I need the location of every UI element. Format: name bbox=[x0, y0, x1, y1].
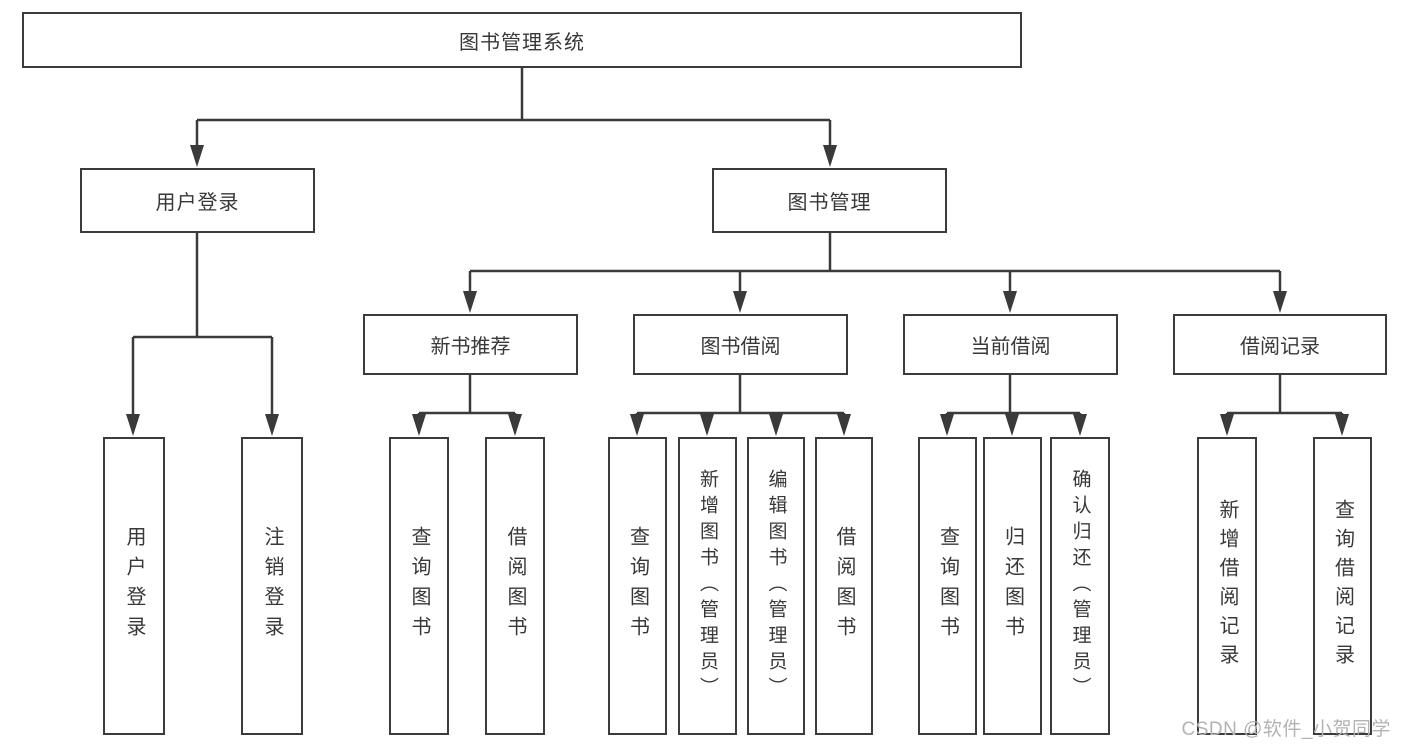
leaf-label: 新增借阅记录 bbox=[1216, 499, 1238, 673]
arrowheads-bookborrow-leaves bbox=[630, 414, 851, 436]
node-borrowing-records: 借阅记录 bbox=[1173, 314, 1387, 375]
leaf-label: 新增图书（管理员） bbox=[697, 469, 718, 703]
node-label: 图书管理 bbox=[787, 192, 872, 214]
arrowheads-level2 bbox=[190, 145, 837, 167]
connector-userlogin-to-leaves bbox=[131, 233, 274, 418]
leaf-label: 用户登录 bbox=[123, 526, 145, 646]
node-label: 用户登录 bbox=[155, 192, 240, 214]
leaf-add-borrow-record: 新增借阅记录 bbox=[1197, 437, 1257, 735]
leaf-edit-books-admin: 编辑图书（管理员） bbox=[747, 437, 805, 735]
node-current-borrowing: 当前借阅 bbox=[903, 314, 1118, 375]
arrowheads-level3 bbox=[463, 291, 1287, 313]
leaf-label: 借阅图书 bbox=[833, 526, 855, 646]
node-user-login: 用户登录 bbox=[80, 168, 315, 233]
leaf-label: 查询图书 bbox=[408, 526, 430, 646]
leaf-user-login: 用户登录 bbox=[103, 437, 165, 735]
leaf-label: 注销登录 bbox=[261, 526, 283, 646]
leaf-add-books-admin: 新增图书（管理员） bbox=[678, 437, 737, 735]
node-label: 当前借阅 bbox=[970, 336, 1051, 358]
leaf-query-books-borrow: 查询图书 bbox=[608, 437, 667, 735]
node-new-book-recommendation: 新书推荐 bbox=[363, 314, 578, 375]
leaf-label: 归还图书 bbox=[1001, 526, 1024, 646]
node-library-management-system: 图书管理系统 bbox=[22, 12, 1022, 68]
leaf-label: 借阅图书 bbox=[504, 526, 526, 646]
arrowheads-currentborrow-leaves bbox=[940, 414, 1087, 436]
node-book-borrowing: 图书借阅 bbox=[633, 314, 848, 375]
arrowheads-userlogin-leaves bbox=[126, 414, 279, 436]
connector-bookmgmt-to-level3 bbox=[468, 233, 1282, 294]
connector-borrowrecords-to-leaves bbox=[1225, 375, 1344, 418]
node-label: 新书推荐 bbox=[430, 336, 511, 358]
leaf-logout: 注销登录 bbox=[241, 437, 303, 735]
connector-newbook-to-leaves bbox=[417, 375, 517, 418]
csdn-watermark: CSDN @软件_小贺同学 bbox=[1181, 719, 1391, 740]
connector-root-to-level2 bbox=[195, 67, 832, 148]
leaf-borrow-books: 借阅图书 bbox=[815, 437, 873, 735]
node-label: 图书管理系统 bbox=[459, 31, 585, 54]
leaf-label: 编辑图书（管理员） bbox=[765, 469, 787, 703]
connector-currentborrow-to-leaves bbox=[945, 375, 1082, 418]
leaf-borrow-books-newbook: 借阅图书 bbox=[485, 437, 545, 735]
node-book-management: 图书管理 bbox=[712, 168, 947, 233]
leaf-label: 确认归还（管理员） bbox=[1069, 469, 1091, 703]
leaf-label: 查询借阅记录 bbox=[1331, 499, 1354, 673]
leaf-query-books-current: 查询图书 bbox=[918, 437, 977, 735]
arrowheads-borrowrecords-leaves bbox=[1220, 414, 1349, 436]
connector-bookborrow-to-leaves bbox=[635, 375, 846, 418]
node-label: 借阅记录 bbox=[1240, 336, 1320, 358]
leaf-return-books: 归还图书 bbox=[983, 437, 1042, 735]
arrowheads-newbook-leaves bbox=[412, 414, 522, 436]
leaf-query-borrow-record: 查询借阅记录 bbox=[1313, 437, 1372, 735]
node-label: 图书借阅 bbox=[700, 336, 781, 358]
leaf-query-books-newbook: 查询图书 bbox=[389, 437, 449, 735]
leaf-confirm-return-admin: 确认归还（管理员） bbox=[1050, 437, 1110, 735]
leaf-label: 查询图书 bbox=[936, 526, 959, 646]
leaf-label: 查询图书 bbox=[626, 526, 649, 646]
